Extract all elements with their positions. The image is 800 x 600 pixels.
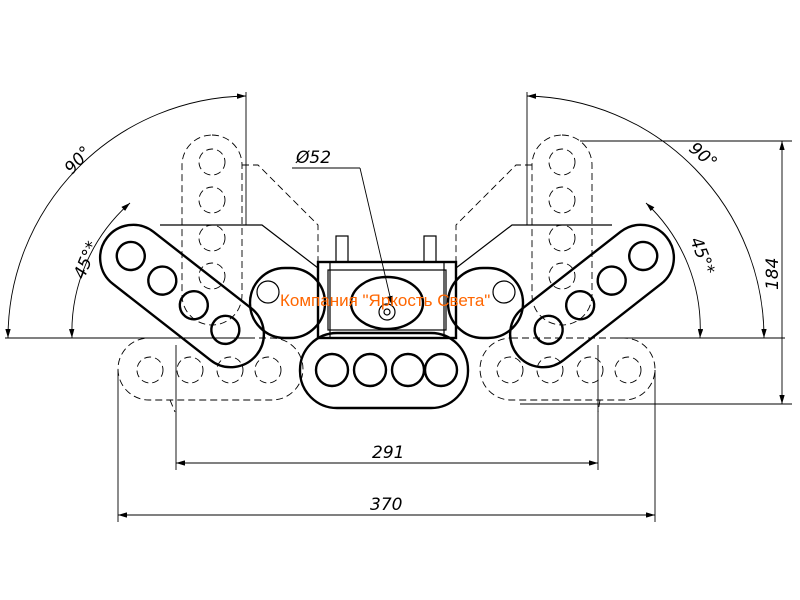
width-inner-dimension: 291 — [175, 345, 599, 470]
angle-dimension-left: 90° 45°* — [5, 92, 250, 339]
angle-label-right-outer: 90° — [685, 139, 721, 174]
width-outer-dimension: 370 — [117, 370, 656, 522]
diameter-dimension: Ø52 — [292, 148, 393, 306]
angle-label-left-inner: 45°* — [70, 239, 103, 282]
height-label: 184 — [763, 258, 783, 290]
diameter-label: Ø52 — [295, 148, 331, 168]
width-outer-label: 370 — [370, 495, 402, 515]
angle-label-left-outer: 90° — [61, 143, 96, 179]
height-dimension: 184 — [520, 140, 792, 405]
left-flipper — [98, 223, 266, 369]
watermark-text: Компания "Яркость Света" — [280, 291, 490, 310]
right-flipper — [508, 223, 676, 369]
width-inner-label: 291 — [372, 443, 404, 463]
